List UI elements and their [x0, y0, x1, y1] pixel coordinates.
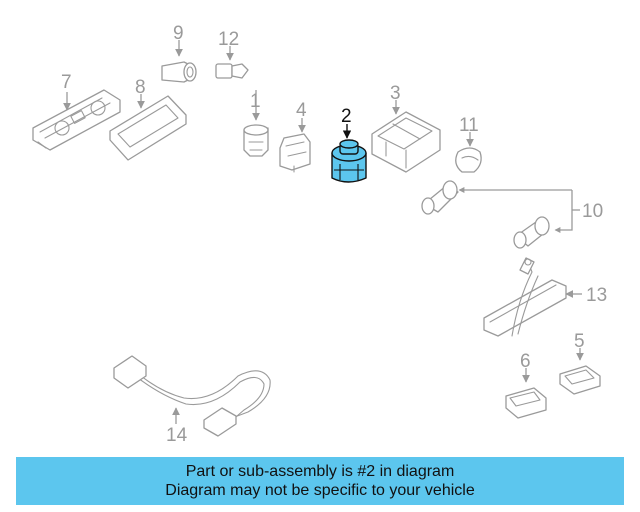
info-banner: Part or sub-assembly is #2 in diagram Di… — [16, 457, 624, 505]
callout-11: 11 — [459, 115, 479, 136]
banner-line-2: Diagram may not be specific to your vehi… — [165, 482, 475, 499]
callout-14: 14 — [166, 425, 188, 446]
callout-3: 3 — [390, 83, 401, 104]
callout-1: 1 — [250, 91, 261, 112]
part-11-knob[interactable] — [455, 132, 482, 173]
part-8-lamp[interactable] — [109, 94, 187, 161]
part-14-wire-harness[interactable] — [113, 355, 271, 437]
callout-2: 2 — [341, 106, 352, 127]
callout-8: 8 — [135, 77, 146, 98]
banner-line-1: Part or sub-assembly is #2 in diagram — [185, 463, 455, 480]
part-9-plug[interactable] — [161, 40, 197, 83]
part-12-bulb[interactable] — [215, 46, 249, 79]
part-5-switch[interactable] — [559, 348, 601, 395]
part-4-bracket[interactable] — [279, 118, 311, 173]
callout-4: 4 — [296, 100, 307, 121]
callout-13: 13 — [586, 285, 607, 306]
callout-10: 10 — [582, 201, 603, 222]
part-6-switch[interactable] — [505, 368, 547, 419]
part-2-switch-highlighted[interactable] — [331, 124, 367, 183]
callout-12: 12 — [218, 29, 239, 50]
part-1-switch[interactable] — [243, 90, 269, 157]
callout-6: 6 — [520, 351, 531, 372]
callout-7: 7 — [61, 72, 72, 93]
part-10-sockets[interactable] — [421, 180, 580, 249]
callout-9: 9 — [173, 23, 184, 44]
part-7-control-panel[interactable] — [32, 89, 121, 151]
part-3-switch-assembly[interactable] — [371, 100, 441, 173]
callout-5: 5 — [574, 331, 585, 352]
part-13-bracket[interactable] — [483, 257, 582, 337]
